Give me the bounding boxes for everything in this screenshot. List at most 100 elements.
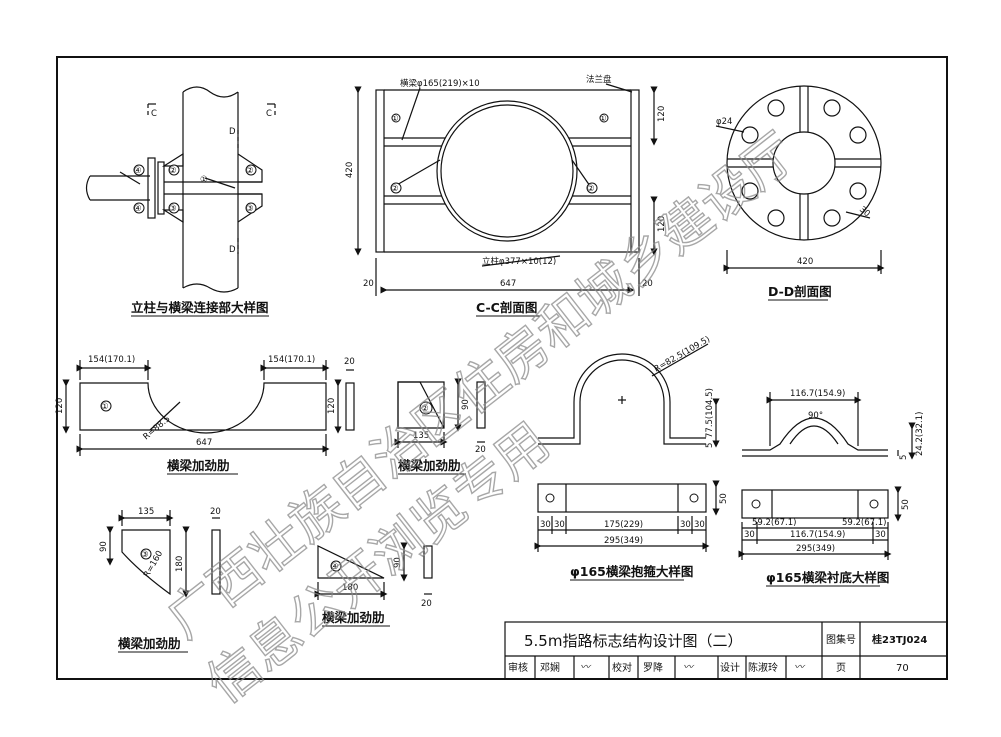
page-label: 页 (836, 662, 846, 674)
liner-dim-50: 50 (901, 499, 911, 510)
rib3-dim-180: 180 (175, 556, 185, 572)
rib1-dim-120-left: 120 (55, 398, 65, 414)
hoop-caption: φ165横梁抱箍大样图 (570, 564, 693, 579)
rib4-dim-180: 180 (342, 583, 358, 593)
hoop-dim-295: 295(349) (604, 536, 643, 546)
joint-part-3-right: ③ (246, 204, 254, 214)
joint-cut-c-left: C (151, 109, 157, 119)
hoop-dim-30-c: 30 (680, 520, 691, 530)
joint-cut-d-bottom: D (229, 245, 236, 255)
joint-part-1: ① (200, 175, 208, 185)
cc-dim-420: 420 (345, 162, 355, 178)
rib2-dim-90: 90 (461, 399, 471, 410)
cc-dim-647: 647 (500, 279, 516, 289)
check-name: 罗降 (643, 661, 663, 674)
rib1-dim-154-left: 154(170.1) (88, 355, 135, 365)
review-signature: 〰 (580, 662, 592, 673)
rib1-dim-120-right: 120 (327, 398, 337, 414)
cc-caption: C-C剖面图 (476, 300, 537, 315)
cc-part-1-right: ① (599, 114, 607, 124)
rib1-dim-647: 647 (196, 438, 212, 448)
hoop-dim-175: 175(229) (604, 520, 643, 530)
hoop-dim-775: 77.5(104.5) (705, 388, 715, 438)
rib1-radius: R=88.5 (142, 414, 173, 442)
liner-caption: φ165横梁衬底大样图 (766, 570, 889, 585)
joint-detail (85, 86, 276, 293)
rib3-drawing (106, 510, 221, 598)
liner-dim-1167-top: 116.7(154.9) (790, 389, 845, 399)
rib3-caption: 横梁加劲肋 (118, 636, 181, 651)
design-name: 陈淑玲 (748, 661, 778, 674)
dd-hole-label: φ24 (716, 117, 732, 127)
liner-dim-592-right: 59.2(67.1) (842, 518, 886, 528)
rib3-dim-20: 20 (210, 507, 221, 517)
liner-dim-30-left: 30 (744, 530, 755, 540)
liner-dim-242: 24.2(32.1) (915, 412, 925, 456)
cc-dim-120-bottom: 120 (657, 216, 667, 232)
rib2-dim-135: 135 (413, 431, 429, 441)
rib1-part-1: ① (101, 402, 109, 412)
design-signature: 〰 (794, 662, 806, 673)
drawing-title: 5.5m指路标志结构设计图（二） (524, 632, 742, 650)
liner-dim-90: 90° (808, 411, 823, 421)
cc-dim-20-left: 20 (363, 279, 374, 289)
cc-beam-label: 横梁φ165(219)×10 (400, 78, 480, 89)
sheet-border (56, 56, 948, 680)
joint-cut-c-right: C (266, 109, 272, 119)
dd-section (715, 85, 885, 274)
hoop-dim-5: 5 (705, 443, 715, 448)
rib2-caption: 横梁加劲肋 (398, 458, 461, 473)
rib1-dim-20: 20 (344, 357, 355, 367)
page-number: 70 (896, 663, 909, 674)
liner-dim-295: 295(349) (796, 544, 835, 554)
hoop-radius: R=82.5(109.5) (653, 334, 712, 374)
cc-post-label: 立柱φ377×10(12) (482, 256, 556, 267)
joint-part-2-right: ② (246, 166, 254, 176)
hoop-dim-50: 50 (719, 493, 729, 504)
atlas-number: 桂23TJ024 (871, 633, 927, 646)
rib3-dim-135: 135 (138, 507, 154, 517)
joint-part-4-bottom: ④ (134, 204, 142, 214)
cc-dim-120-top: 120 (657, 106, 667, 122)
dd-caption: D-D剖面图 (768, 284, 832, 299)
rib1-dim-154-right: 154(170.1) (268, 355, 315, 365)
liner-dim-5: 5 (899, 455, 909, 460)
review-label: 审核 (508, 661, 528, 674)
joint-caption: 立柱与横梁连接部大样图 (131, 300, 269, 315)
cc-section (354, 83, 658, 296)
rib4-part-4: ④ (331, 562, 339, 572)
review-name: 邓娴 (540, 661, 560, 674)
cc-flange-label: 法兰盘 (586, 74, 612, 85)
liner-dim-592-left: 59.2(67.1) (752, 518, 796, 528)
check-label: 校对 (612, 661, 632, 674)
rib4-caption: 横梁加劲肋 (322, 610, 385, 625)
rib1-drawing (62, 360, 355, 456)
hoop-dim-30-b: 30 (554, 520, 565, 530)
title-block (504, 621, 948, 680)
cc-part-1-left: ① (391, 114, 399, 124)
design-label: 设计 (720, 661, 740, 674)
rib4-dim-90: 90 (393, 557, 403, 568)
rib2-part-2: ② (421, 404, 429, 414)
joint-cut-d-top: D (229, 127, 236, 137)
hoop-dim-30-d: 30 (694, 520, 705, 530)
joint-part-2-left: ② (169, 166, 177, 176)
rib4-drawing (314, 542, 433, 600)
joint-part-4-top: ④ (134, 166, 142, 176)
rib3-part-3: ③ (141, 550, 149, 560)
hoop-dim-30-a: 30 (540, 520, 551, 530)
joint-part-3-left: ③ (169, 204, 177, 214)
cc-part-2-right: ② (587, 184, 595, 194)
dd-dim-420: 420 (797, 257, 813, 267)
rib2-dim-20: 20 (475, 445, 486, 455)
check-signature: 〰 (683, 662, 695, 673)
rib4-dim-20: 20 (421, 599, 432, 609)
rib1-caption: 横梁加劲肋 (167, 458, 230, 473)
liner-drawing (738, 392, 916, 560)
cc-part-2-left: ② (391, 184, 399, 194)
rib3-dim-90: 90 (99, 541, 109, 552)
cc-dim-20-right: 20 (642, 279, 653, 289)
liner-dim-30-right: 30 (875, 530, 886, 540)
atlas-label: 图集号 (826, 633, 856, 646)
